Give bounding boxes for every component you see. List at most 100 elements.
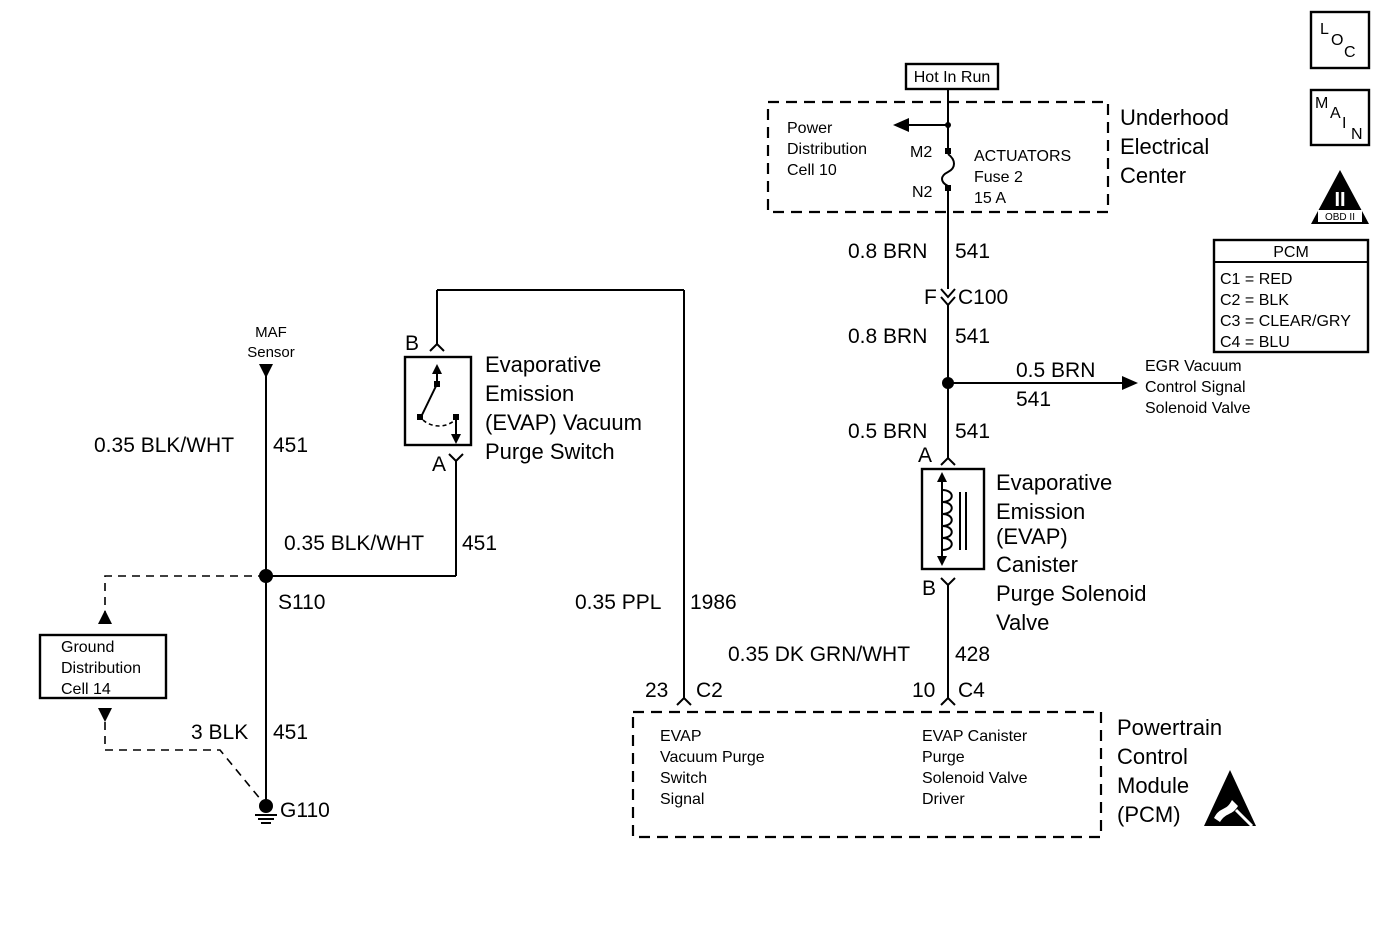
svg-text:F: F [924,286,937,309]
svg-text:MAF: MAF [255,324,287,341]
wire-label-circuit: 541 [955,420,990,443]
evap-canister-purge-solenoid[interactable] [920,467,986,571]
terminal-m2 [945,148,951,154]
obd-ii-icon[interactable]: II OBD II [1311,170,1369,224]
svg-text:10: 10 [912,679,935,702]
pcm-table-row: C2 = BLK [1220,292,1289,309]
svg-text:EGR Vacuum: EGR Vacuum [1145,358,1242,375]
svg-text:II: II [1334,189,1345,211]
svg-text:Solenoid Valve: Solenoid Valve [922,770,1028,787]
svg-text:Solenoid Valve: Solenoid Valve [1145,400,1251,417]
wire-label-circuit: 541 [1016,388,1051,411]
svg-text:(EVAP): (EVAP) [996,524,1068,549]
wire-label-circuit: 451 [462,532,497,555]
switch-pin-a-connector-icon [448,453,464,463]
ground-distribution-box[interactable] [38,633,168,700]
svg-text:I: I [1342,115,1346,132]
svg-text:Switch: Switch [660,770,707,787]
svg-text:Purge Switch: Purge Switch [485,439,615,464]
svg-text:Evaporative: Evaporative [485,352,601,377]
wire-label-gauge: 0.35 DK GRN/WHT [728,643,910,666]
svg-text:L: L [1320,21,1329,38]
svg-text:Emission: Emission [996,499,1085,524]
svg-text:Distribution: Distribution [787,141,867,158]
svg-text:B: B [922,577,936,600]
fuse-icon [941,153,955,187]
evap-vacuum-purge-switch[interactable] [403,355,473,447]
pcm-pin-10-connector-icon [940,696,956,706]
svg-text:C: C [1344,44,1356,61]
svg-text:N: N [1351,126,1363,143]
pcm-connector-table: PCM C1 = RED C2 = BLK C3 = CLEAR/GRY C4 … [1212,238,1370,354]
wire-label-gauge: 3 BLK [191,721,248,744]
underhood-electrical-center-label: Underhood Electrical Center [1120,105,1229,188]
svg-text:(EVAP) Vacuum: (EVAP) Vacuum [485,410,642,435]
svg-text:EVAP Canister: EVAP Canister [922,728,1028,745]
wire-label-circuit: 451 [273,434,308,457]
svg-text:C2: C2 [696,679,723,702]
svg-text:Power: Power [787,120,833,137]
svg-text:C4: C4 [958,679,985,702]
wire-label-circuit: 428 [955,643,990,666]
pin-a-connector-icon [940,456,956,466]
pcm-label: Powertrain Control Module (PCM) [1117,715,1222,827]
connector-c100-label: C100 [958,286,1008,309]
pcm-table-row: C3 = CLEAR/GRY [1220,313,1351,330]
solenoid-coil-icon [941,489,953,551]
underhood-electrical-center-box [766,100,1110,214]
svg-text:Center: Center [1120,163,1186,188]
svg-text:M2: M2 [910,144,932,161]
power-distribution-label: Power Distribution Cell 10 [787,120,867,179]
arrow-up-icon [98,610,112,624]
svg-text:Control Signal: Control Signal [1145,379,1246,396]
svg-text:A: A [432,453,446,476]
svg-text:Purge Solenoid: Purge Solenoid [996,581,1146,606]
svg-text:Underhood: Underhood [1120,105,1229,130]
wire-label-gauge: 0.35 BLK/WHT [284,532,424,555]
svg-text:Cell 14: Cell 14 [61,681,111,698]
pcm-table-row: C4 = BLU [1220,334,1290,351]
svg-text:Canister: Canister [996,552,1078,577]
ground-g110-label: G110 [280,799,330,822]
svg-text:(PCM): (PCM) [1117,802,1181,827]
svg-text:23: 23 [645,679,668,702]
wire-label-gauge: 0.5 BRN [848,420,927,443]
esd-warning-icon [1204,770,1256,828]
svg-text:N2: N2 [912,184,933,201]
svg-text:Hot In Run: Hot In Run [914,69,990,86]
connector-c100-icon [940,288,956,299]
svg-text:15 A: 15 A [974,190,1006,207]
svg-text:A: A [918,444,932,467]
svg-text:A: A [1330,105,1341,122]
svg-text:Module: Module [1117,773,1189,798]
svg-text:Cell 10: Cell 10 [787,162,837,179]
wire-label-gauge: 0.35 PPL [575,591,661,614]
evap-solenoid-label: Evaporative Emission (EVAP) Canister Pur… [996,470,1146,635]
evap-purge-switch-label: Evaporative Emission (EVAP) Vacuum Purge… [485,352,642,464]
svg-text:ACTUATORS: ACTUATORS [974,148,1071,165]
pin-b-connector-icon [940,577,956,587]
pcm-table-title: PCM [1273,244,1309,261]
main-icon[interactable]: M A I N [1309,88,1371,147]
svg-text:Valve: Valve [996,610,1049,635]
arrow-right-icon [1122,376,1138,390]
loc-icon[interactable]: L O C [1309,10,1371,70]
pcm-pin-23-connector-icon [676,696,692,706]
svg-text:Distribution: Distribution [61,660,141,677]
svg-text:OBD II: OBD II [1325,212,1355,223]
svg-text:Electrical: Electrical [1120,134,1209,159]
svg-text:Sensor: Sensor [247,344,295,361]
egr-valve-label: EGR Vacuum Control Signal Solenoid Valve [1145,358,1251,417]
pcm-box[interactable] [631,710,1103,839]
svg-text:Vacuum Purge: Vacuum Purge [660,749,765,766]
hot-in-run-label: Hot In Run [904,62,1000,91]
wire-label-gauge: 0.35 BLK/WHT [94,434,234,457]
svg-text:Evaporative: Evaporative [996,470,1112,495]
svg-text:Driver: Driver [922,791,965,808]
maf-sensor-label: MAF Sensor [247,324,295,361]
ground-g110-dot [259,799,273,813]
actuators-fuse-label: ACTUATORS Fuse 2 15 A [974,148,1071,207]
svg-text:Emission: Emission [485,381,574,406]
splice-s110-label: S110 [278,591,326,614]
